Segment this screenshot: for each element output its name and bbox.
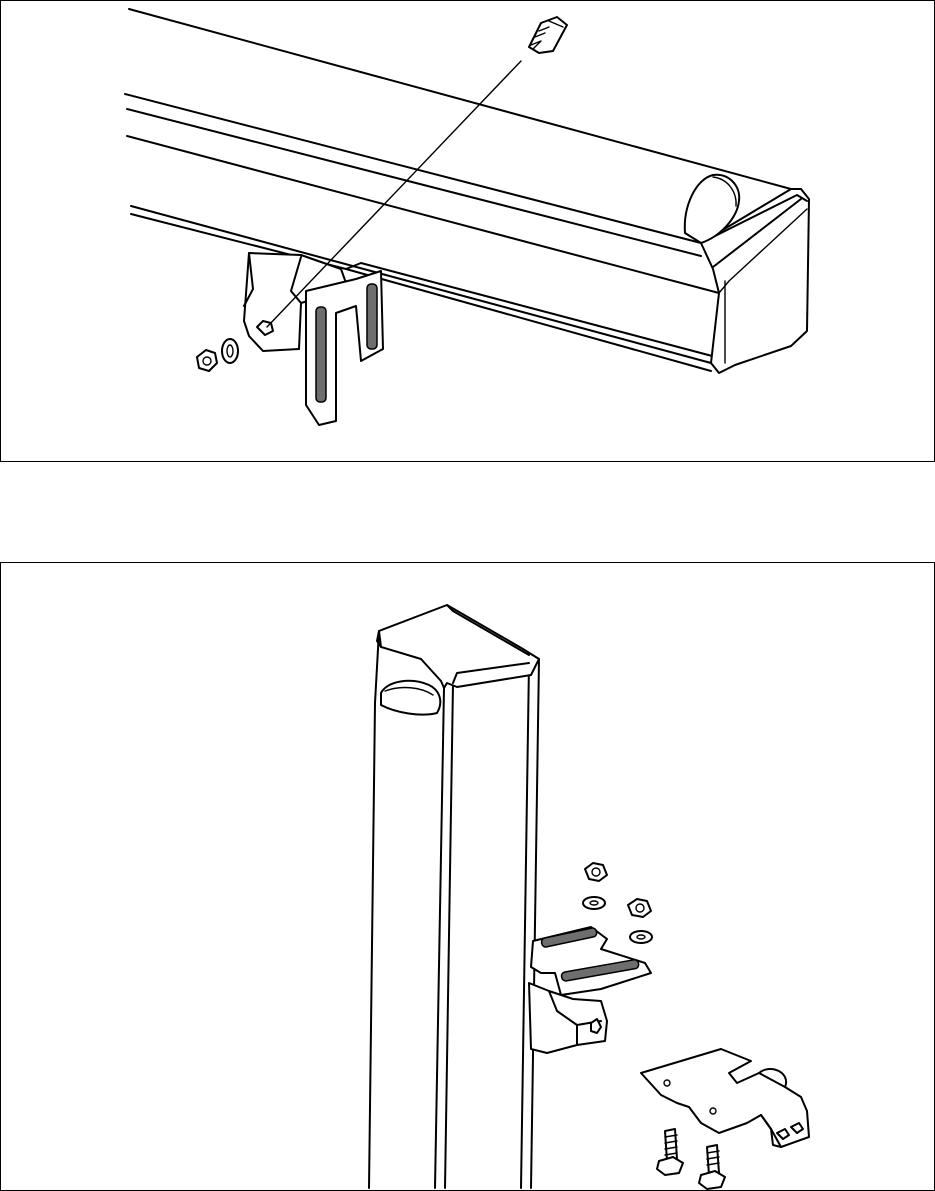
rail-assembly-drawing [1, 1, 934, 461]
bracket [529, 927, 651, 1053]
bolt [267, 17, 567, 327]
bolt [657, 1129, 725, 1189]
end-cap [685, 175, 809, 373]
bottom-diagram-panel [0, 562, 935, 1191]
post-assembly-drawing [1, 563, 934, 1190]
nut [197, 350, 217, 371]
end-cap [377, 605, 539, 715]
top-diagram-panel [0, 0, 935, 462]
rail [125, 9, 791, 371]
post [369, 631, 539, 1188]
washer [222, 339, 238, 363]
